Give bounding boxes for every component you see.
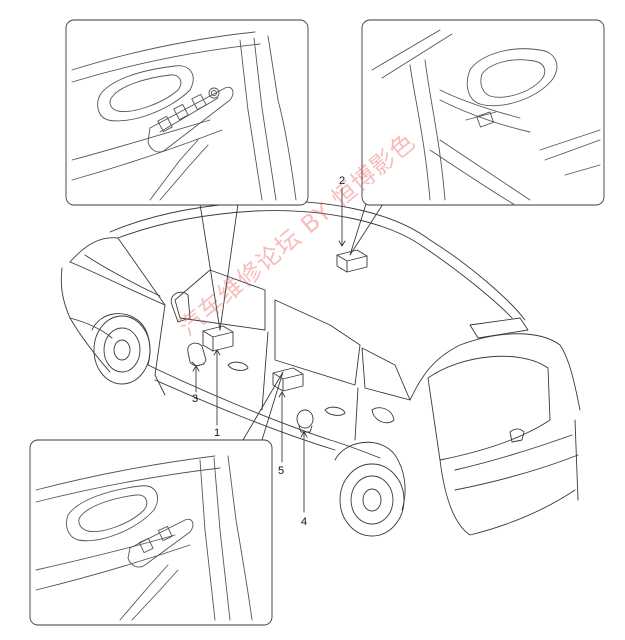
- callout-1: 1: [214, 427, 220, 439]
- part-1-box: [202, 325, 234, 352]
- part-2-box: [336, 249, 368, 273]
- callout-4: 4: [301, 516, 307, 528]
- detail-box-1: [65, 19, 309, 206]
- part-3-sensor: [187, 342, 207, 367]
- vehicle-outline: [60, 200, 581, 537]
- callout-5: 5: [278, 465, 284, 477]
- leader-lines: [192, 187, 384, 513]
- detail-box-5: [29, 439, 273, 626]
- callout-2: 2: [339, 175, 345, 187]
- detail-box-2: [361, 19, 605, 206]
- callout-3: 3: [192, 393, 198, 405]
- part-4-sensor: [296, 409, 314, 433]
- callout-labels: 1 2 3 4 5: [192, 175, 345, 528]
- part-5-box: [272, 367, 304, 392]
